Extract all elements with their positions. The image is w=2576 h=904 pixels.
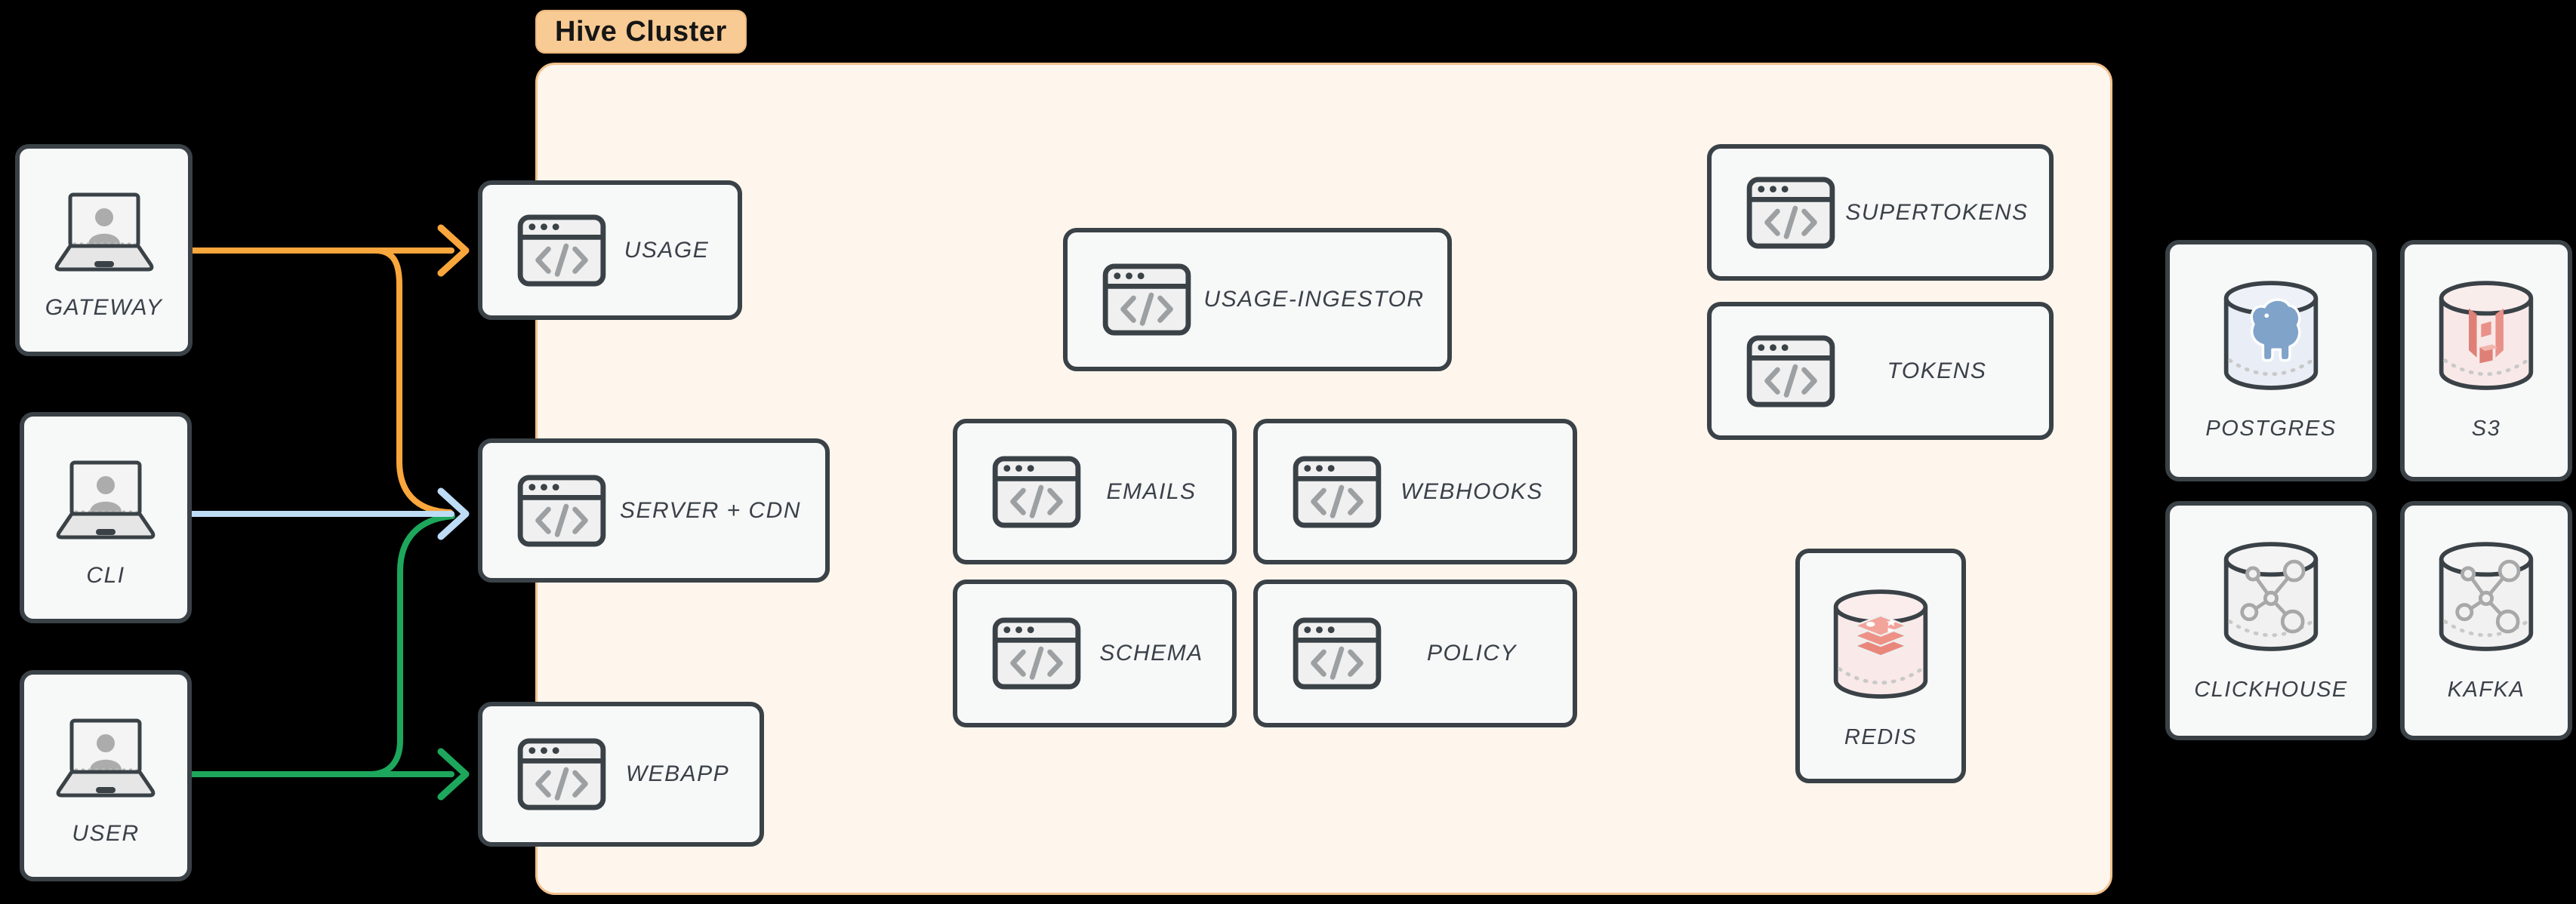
service-node-policy: POLICY [1253, 580, 1577, 727]
datastore-label-postgres: POSTGRES [2205, 417, 2337, 441]
code-window-icon [517, 738, 606, 810]
client-label-user: USER [72, 821, 140, 846]
client-card-user: USER [20, 670, 192, 881]
service-node-usage-ingestor: USAGE-INGESTOR [1063, 228, 1452, 371]
service-label-usage: USAGE [624, 237, 710, 263]
datastore-card-s3: S3 [2400, 240, 2572, 481]
service-label-schema: SCHEMA [1099, 641, 1203, 666]
service-node-emails: EMAILS [953, 419, 1237, 564]
service-node-webhooks: WEBHOOKS [1253, 419, 1577, 564]
client-card-cli: CLI [20, 412, 192, 623]
datastore-card-clickhouse: CLICKHOUSE [2165, 501, 2377, 740]
service-node-server-cdn: SERVER + CDN [478, 438, 830, 583]
datastore-label-clickhouse: CLICKHOUSE [2194, 678, 2348, 702]
hive-cluster-badge-label: Hive Cluster [555, 15, 727, 48]
s3-bucket-db-icon [2436, 279, 2537, 394]
service-node-tokens: TOKENS [1707, 302, 2054, 440]
laptop-user-icon [49, 460, 162, 540]
service-label-emails: EMAILS [1106, 478, 1197, 504]
edge-user-to-servercdn-branch [367, 513, 455, 777]
edge-gateway-to-servercdn-branch [372, 248, 453, 515]
code-window-icon [1293, 617, 1382, 690]
service-label-tokens: TOKENS [1887, 358, 1987, 383]
client-label-gateway: GATEWAY [45, 295, 163, 320]
service-label-server-cdn: SERVER + CDN [619, 497, 801, 523]
code-window-icon [517, 475, 606, 547]
service-node-webapp: WEBAPP [478, 702, 764, 847]
datastore-label-kafka: KAFKA [2447, 678, 2525, 702]
datastore-label-s3: S3 [2471, 417, 2501, 441]
service-label-usage-ingestor: USAGE-INGESTOR [1203, 287, 1425, 312]
node-graph-db-icon [2436, 540, 2537, 655]
postgres-elephant-db-icon [2220, 279, 2322, 394]
code-window-icon [992, 617, 1081, 690]
service-label-supertokens: SUPERTOKENS [1845, 199, 2029, 225]
code-window-icon [1746, 177, 1835, 249]
client-card-gateway: GATEWAY [15, 144, 193, 356]
service-label-redis: REDIS [1844, 725, 1918, 749]
datastore-card-postgres: POSTGRES [2165, 240, 2377, 481]
node-graph-db-icon [2220, 540, 2322, 655]
edge-gateway-arrowhead [437, 224, 470, 277]
code-window-icon [517, 214, 606, 287]
code-window-icon [1102, 263, 1191, 336]
code-window-icon [992, 456, 1081, 528]
service-node-redis: REDIS [1795, 549, 1966, 783]
code-window-icon [1746, 335, 1835, 407]
service-label-webapp: WEBAPP [625, 761, 730, 786]
datastore-card-kafka: KAFKA [2400, 501, 2572, 740]
code-window-icon [1293, 456, 1382, 528]
edge-user-arrowhead [437, 748, 470, 801]
service-label-policy: POLICY [1426, 641, 1518, 666]
redis-stack-db-icon [1830, 588, 1931, 703]
edge-cli-arrowhead [437, 487, 470, 540]
service-label-webhooks: WEBHOOKS [1400, 478, 1543, 504]
client-label-cli: CLI [86, 563, 125, 588]
service-node-schema: SCHEMA [953, 580, 1237, 727]
service-node-usage: USAGE [478, 180, 742, 320]
hive-cluster-badge: Hive Cluster [535, 10, 747, 54]
laptop-user-icon [49, 718, 162, 798]
service-node-supertokens: SUPERTOKENS [1707, 144, 2054, 281]
laptop-user-icon [48, 192, 161, 272]
